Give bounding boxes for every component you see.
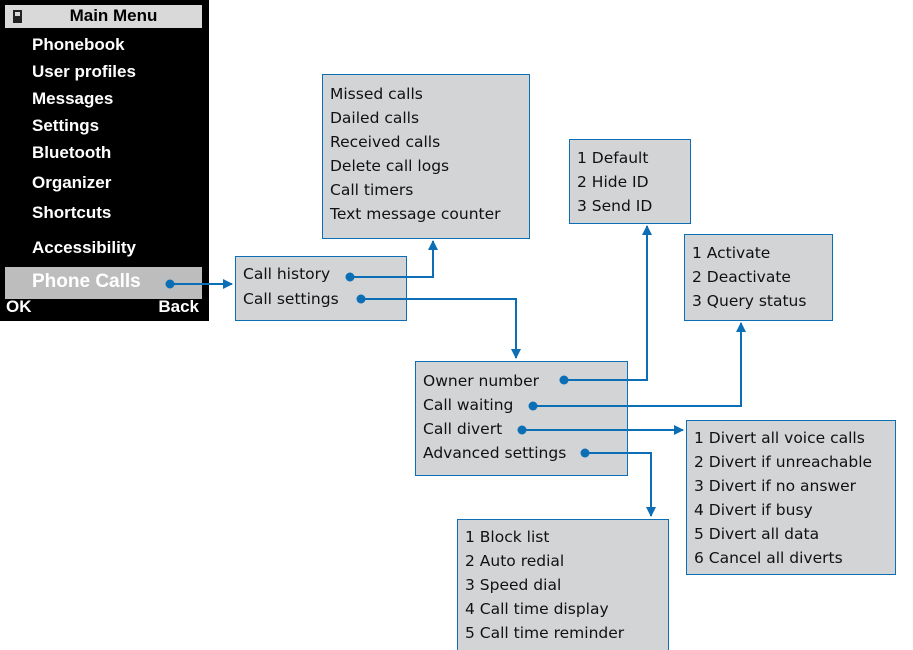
ok-softkey[interactable]: OK [6,297,32,316]
arrow-owner-number [564,225,652,381]
box-item-delete-call-logs[interactable]: Delete call logs [330,157,450,175]
main-menu-title-bar: Main Menu [5,5,202,28]
box-item-call-time-reminder[interactable]: 5 Call time reminder [465,624,625,642]
box-item-send-id[interactable]: 3 Send ID [577,197,653,215]
advanced-settings-options-box: 1 Block list 2 Auto redial 3 Speed dial … [457,519,669,650]
box-item-speed-dial[interactable]: 3 Speed dial [465,576,562,594]
menu-item-settings[interactable]: Settings [32,116,100,135]
menu-item-phone-calls-label: Phone Calls [32,271,141,292]
menu-item-phone-calls[interactable]: Phone Calls [5,267,202,299]
box-item-divert-if-unreachable[interactable]: 2 Divert if unreachable [694,453,873,471]
box-item-advanced-settings[interactable]: Advanced settings [423,444,567,462]
box-item-call-history[interactable]: Call history [243,265,331,283]
back-softkey[interactable]: Back [158,297,199,316]
call-history-box: Missed calls Dailed calls Received calls… [322,74,530,239]
menu-item-shortcuts[interactable]: Shortcuts [32,203,112,222]
box-item-text-message-counter[interactable]: Text message counter [330,205,501,223]
box-item-divert-if-no-answer[interactable]: 3 Divert if no answer [694,477,857,495]
menu-item-accessibility[interactable]: Accessibility [32,238,136,257]
menu-item-user-profiles[interactable]: User profiles [32,62,136,81]
box-item-divert-all-data[interactable]: 5 Divert all data [694,525,820,543]
main-menu-title: Main Menu [69,6,158,25]
phone-calls-submenu-box: Call history Call settings [235,256,407,321]
box-item-divert-all-voice-calls[interactable]: 1 Divert all voice calls [694,429,865,447]
box-item-divert-if-busy[interactable]: 4 Divert if busy [694,501,813,519]
phone-screen: Main Menu Phonebook User profiles Messag… [0,0,209,321]
box-item-deactivate[interactable]: 2 Deactivate [692,268,791,286]
box-item-received-calls[interactable]: Received calls [330,133,441,151]
box-item-hide-id[interactable]: 2 Hide ID [577,173,649,191]
box-item-auto-redial[interactable]: 2 Auto redial [465,552,565,570]
call-divert-options-box: 1 Divert all voice calls 2 Divert if unr… [686,420,896,575]
box-item-call-waiting[interactable]: Call waiting [423,396,514,414]
box-item-missed-calls[interactable]: Missed calls [330,85,423,103]
menu-item-bluetooth[interactable]: Bluetooth [32,143,112,162]
owner-number-options-box: 1 Default 2 Hide ID 3 Send ID [569,139,691,224]
box-item-block-list[interactable]: 1 Block list [465,528,550,546]
box-item-activate[interactable]: 1 Activate [692,244,771,262]
box-item-call-settings[interactable]: Call settings [243,290,339,308]
menu-item-phonebook[interactable]: Phonebook [32,35,125,54]
box-item-default[interactable]: 1 Default [577,149,649,167]
box-item-query-status[interactable]: 3 Query status [692,292,807,310]
menu-item-messages[interactable]: Messages [32,89,114,108]
sim-card-icon [13,10,22,23]
box-item-call-divert[interactable]: Call divert [423,420,503,438]
menu-item-organizer[interactable]: Organizer [32,173,112,192]
box-item-owner-number[interactable]: Owner number [423,372,540,390]
box-item-dailed-calls[interactable]: Dailed calls [330,109,420,127]
box-item-call-timers[interactable]: Call timers [330,181,414,199]
call-settings-box: Owner number Call waiting Call divert Ad… [415,361,628,476]
call-waiting-options-box: 1 Activate 2 Deactivate 3 Query status [684,234,833,321]
box-item-call-time-display[interactable]: 4 Call time display [465,600,609,618]
box-item-cancel-all-diverts[interactable]: 6 Cancel all diverts [694,549,843,567]
